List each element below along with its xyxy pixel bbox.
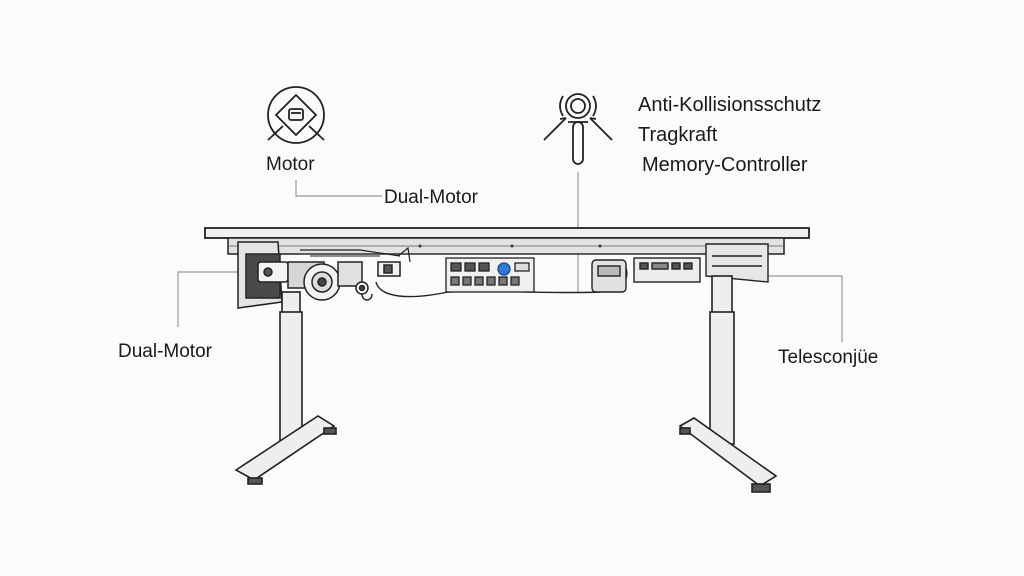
collision-sensor-icon (543, 93, 613, 165)
control-box (445, 257, 535, 293)
left-motor-housing (237, 241, 289, 309)
right-modules (591, 243, 769, 293)
dual-motor-unit (287, 246, 411, 301)
label-telescope: Telesconjüe (778, 347, 879, 368)
label-dual-motor-left: Dual-Motor (118, 341, 212, 362)
label-feature-load-capacity: Tragkraft (638, 124, 718, 146)
label-feature-anti-collision: Anti-Kollisionsschutz (638, 94, 822, 116)
left-leg (234, 291, 337, 485)
desk-top (204, 227, 810, 255)
motor-gear-icon (267, 86, 325, 144)
label-motor: Motor (266, 154, 315, 175)
right-leg (678, 275, 778, 493)
leader-dual-motor-top (295, 180, 382, 197)
label-feature-memory-controller: Memory-Controller (642, 154, 808, 176)
leader-telescope (768, 275, 843, 342)
label-dual-motor-top: Dual-Motor (384, 187, 478, 208)
leader-dual-motor-left (177, 271, 238, 327)
